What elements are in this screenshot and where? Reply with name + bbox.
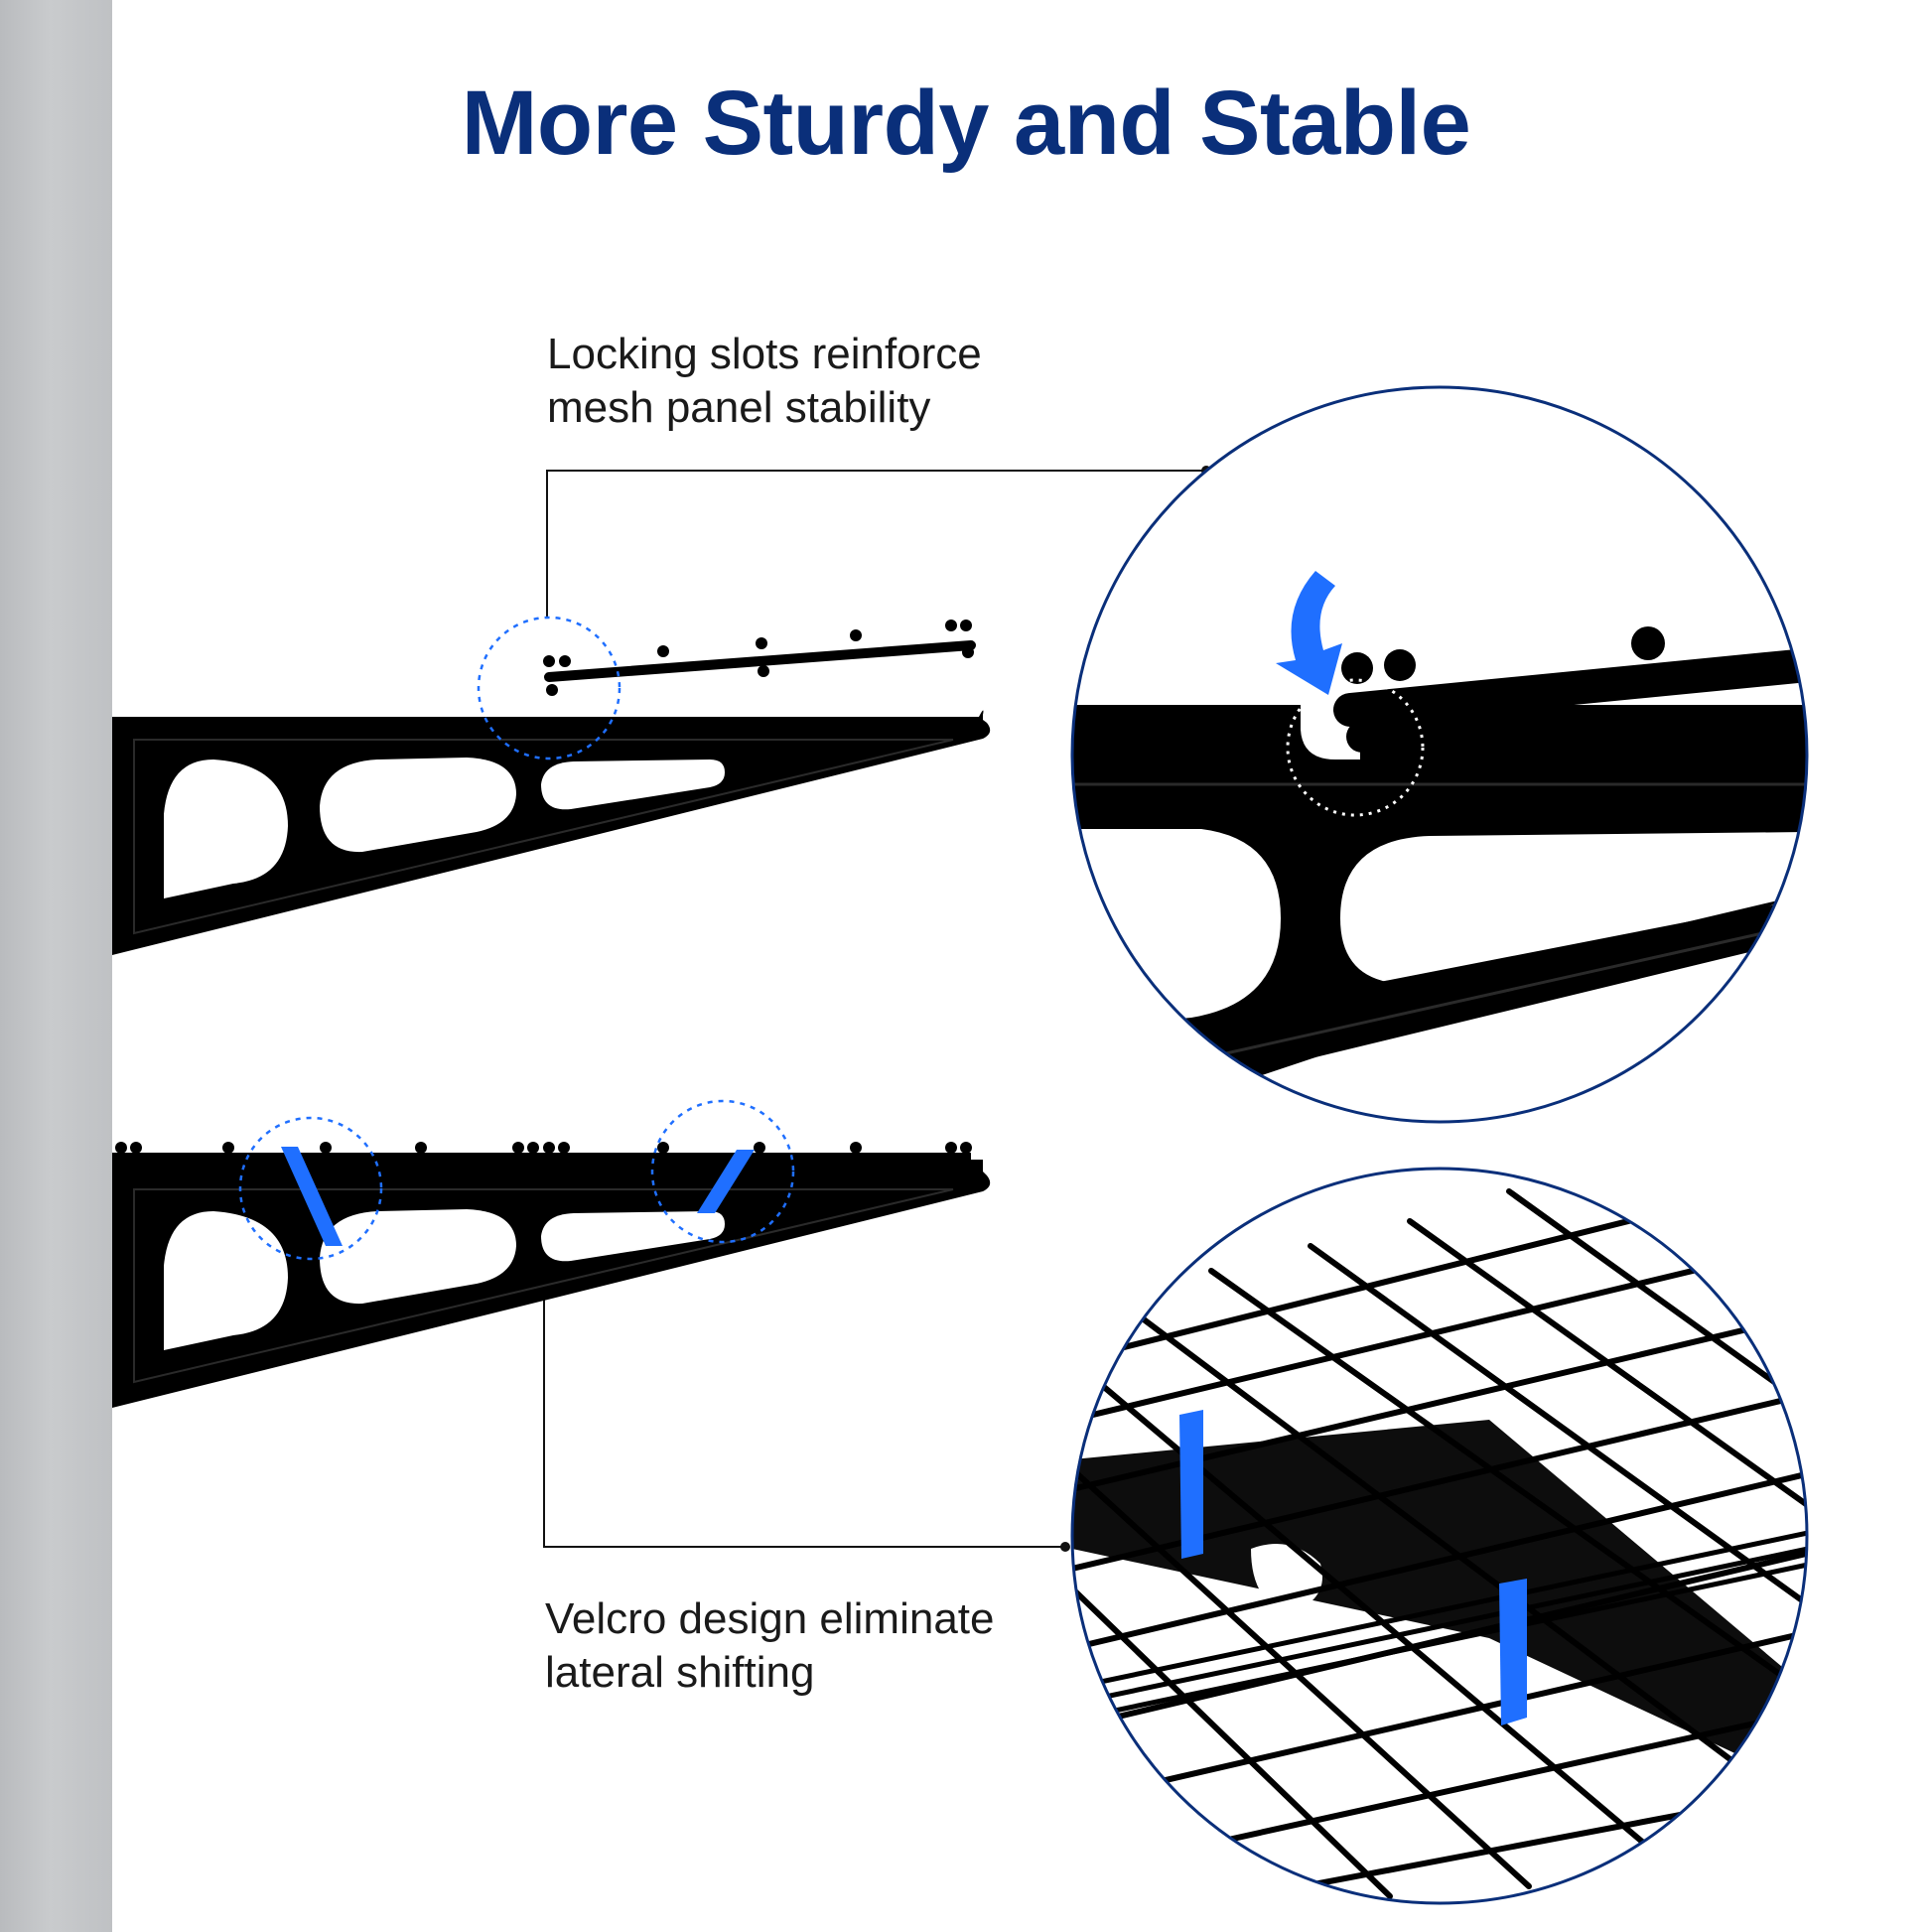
wall-background: [0, 0, 112, 1932]
callout-line: lateral shifting: [545, 1648, 815, 1697]
dotted-highlight-circle-icon: [477, 616, 621, 760]
velcro-strap-icon: [1179, 1410, 1203, 1559]
zoom-circle-velcro: [1070, 1167, 1809, 1905]
velcro-strap-icon: [281, 1147, 755, 1246]
zoom-circle-locking-slot: [1070, 385, 1809, 1124]
leader-line-bottom: [543, 1249, 1065, 1548]
curved-arrow-icon: [1276, 571, 1342, 695]
callout-line: mesh panel stability: [547, 383, 931, 432]
callout-velcro-design: Velcro design eliminate lateral shifting: [545, 1592, 994, 1700]
dotted-highlight-circle-icon: [650, 1099, 795, 1244]
mesh-rod-bottom: [112, 1142, 972, 1163]
shelf-bracket-bottom: [112, 1160, 991, 1408]
dotted-highlight-circle-icon: [238, 1116, 383, 1261]
callout-locking-slots: Locking slots reinforce mesh panel stabi…: [547, 328, 982, 435]
callout-line: Locking slots reinforce: [547, 330, 982, 378]
page-title: More Sturdy and Stable: [461, 72, 1471, 174]
leader-line-top: [546, 470, 1206, 618]
velcro-strap-icon: [1499, 1579, 1527, 1725]
callout-line: Velcro design eliminate: [545, 1594, 995, 1643]
leader-dot: [1060, 1542, 1070, 1552]
mesh-rod-top: [543, 620, 976, 696]
dotted-highlight-circle-icon: [1286, 678, 1425, 817]
shelf-bracket-top: [112, 710, 991, 955]
